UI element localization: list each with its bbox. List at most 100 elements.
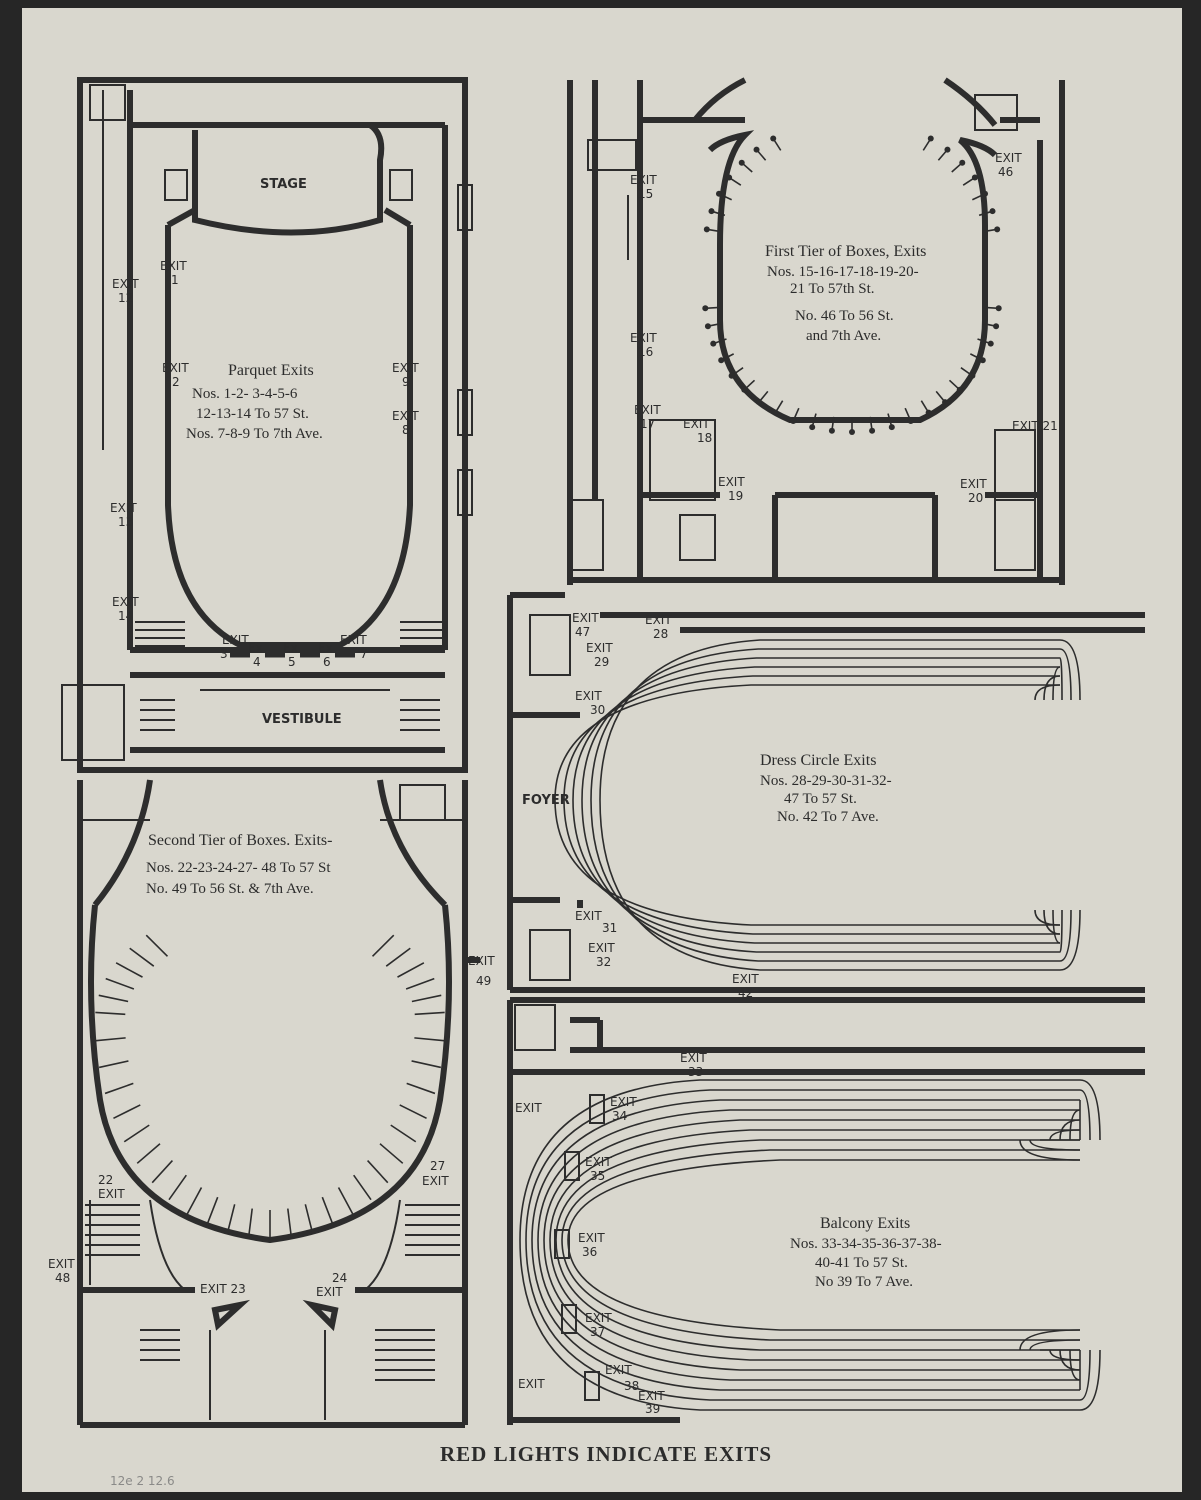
svg-text:EXIT: EXIT — [630, 331, 657, 345]
box-seat — [726, 174, 733, 181]
box-seat — [772, 409, 779, 416]
box-partition — [411, 1060, 442, 1069]
box-partition — [405, 977, 435, 990]
first-tier-line-4: and 7th Ave. — [806, 328, 881, 344]
balcony-exit-box — [554, 1229, 570, 1259]
svg-text:EXIT: EXIT — [732, 972, 759, 986]
svg-text:EXIT: EXIT — [48, 1257, 75, 1271]
seating-row — [519, 1079, 1080, 1411]
box-partition — [385, 947, 411, 967]
box-partition — [287, 1208, 293, 1239]
box-seat — [755, 399, 762, 406]
svg-text:EXIT: EXIT — [995, 151, 1022, 165]
box-seat — [703, 226, 710, 233]
balcony-line-2: 40-41 To 57 St. — [815, 1255, 908, 1271]
box-partition — [353, 1174, 372, 1201]
box-partition — [168, 1174, 187, 1201]
balcony-plan: Balcony Exits Nos. 33-34-35-36-37-38- 40… — [507, 997, 1145, 1425]
box-partition — [406, 1082, 436, 1095]
second-tier-title: Second Tier of Boxes. Exits- — [148, 832, 332, 849]
seating-row — [590, 648, 1060, 962]
vestibule-label: VESTIBULE — [262, 712, 342, 727]
seating-row — [554, 684, 1060, 926]
balcony-exit-box — [584, 1371, 600, 1401]
svg-text:18: 18 — [697, 431, 712, 445]
svg-text:EXIT: EXIT — [638, 1389, 665, 1403]
box-partition — [304, 1204, 314, 1234]
box-seat — [728, 372, 735, 379]
svg-text:EXIT: EXIT — [422, 1174, 449, 1188]
svg-text:29: 29 — [594, 655, 609, 669]
svg-text:32: 32 — [596, 955, 611, 969]
box-partition — [95, 1011, 126, 1016]
box-partition — [411, 994, 442, 1003]
svg-text:EXIT: EXIT — [515, 1101, 542, 1115]
svg-text:48: 48 — [55, 1271, 70, 1285]
svg-text:5: 5 — [288, 655, 296, 669]
seating-row — [531, 1099, 1080, 1391]
svg-text:Ex: Ex — [283, 641, 298, 655]
first-tier-line-1: Nos. 15-16-17-18-19-20- — [767, 264, 919, 280]
seating-row — [581, 657, 1060, 953]
svg-text:EXIT: EXIT — [518, 1377, 545, 1391]
svg-text:17: 17 — [640, 417, 655, 431]
svg-text:EXIT: EXIT — [468, 954, 495, 968]
box-seat — [718, 357, 725, 364]
first-tier-plan: First Tier of Boxes, Exits Nos. 15-16-17… — [567, 77, 1065, 585]
second-tier-plan: Second Tier of Boxes. Exits- Nos. 22-23-… — [48, 779, 495, 1428]
seating-row — [549, 1129, 1080, 1361]
seating-row-end — [1034, 684, 1061, 701]
svg-text:EXIT: EXIT — [585, 1155, 612, 1169]
seating-row-end — [1059, 909, 1072, 962]
box-seat — [982, 190, 989, 197]
vestibule-stairs — [135, 621, 445, 731]
box-seat — [956, 386, 963, 393]
box-seat — [888, 424, 895, 431]
box-partition — [414, 1011, 445, 1016]
svg-text:EXIT: EXIT — [575, 909, 602, 923]
seating-row — [572, 666, 1060, 944]
box-seat — [979, 357, 986, 364]
footer-caption: RED LIGHTS INDICATE EXITS — [440, 1442, 772, 1466]
seating-row — [537, 1109, 1080, 1381]
svg-text:8: 8 — [402, 423, 410, 437]
box-seat — [738, 159, 745, 166]
svg-text:EXIT: EXIT — [572, 611, 599, 625]
stage-label: STAGE — [260, 177, 307, 192]
svg-text:EXIT: EXIT — [634, 403, 661, 417]
second-tier-line-2: No. 49 To 56 St. & 7th Ave. — [146, 881, 314, 897]
parquet-line-3: Nos. 7-8-9 To 7th Ave. — [186, 426, 323, 442]
dress-circle-title: Dress Circle Exits — [760, 752, 876, 769]
box-seat — [809, 424, 816, 431]
svg-text:EXIT: EXIT — [588, 941, 615, 955]
box-partition — [206, 1196, 219, 1226]
svg-text:EXIT: EXIT — [392, 409, 419, 423]
box-seat — [987, 340, 994, 347]
svg-text:3: 3 — [220, 647, 228, 661]
svg-text:Ex: Ex — [318, 641, 333, 655]
svg-text:33: 33 — [688, 1065, 703, 1079]
box-partition — [414, 1037, 445, 1042]
box-seat — [704, 323, 711, 330]
box-seat — [959, 159, 966, 166]
balcony-exit-box — [589, 1094, 605, 1124]
dress-circle-line-2: 47 To 57 St. — [784, 791, 857, 807]
parquet-line-1: Nos. 1-2- 3-4-5-6 — [192, 386, 298, 402]
svg-text:EXIT: EXIT — [316, 1285, 343, 1299]
balcony-line-3: No 39 To 7 Ave. — [815, 1274, 913, 1290]
svg-text:EXIT: EXIT — [605, 1363, 632, 1377]
svg-text:15: 15 — [638, 187, 653, 201]
box-partition — [129, 947, 155, 967]
seating-row-end — [1049, 1129, 1081, 1141]
box-partition — [390, 1124, 417, 1143]
svg-text:28: 28 — [653, 627, 668, 641]
parquet-title: Parquet Exits — [228, 362, 314, 379]
svg-text:7: 7 — [360, 647, 368, 661]
pencil-annotation: 12e 2 12.6 — [110, 1474, 175, 1488]
svg-text:EXIT: EXIT — [112, 277, 139, 291]
first-tier-boxes — [702, 135, 1002, 435]
svg-text:EXIT: EXIT — [578, 1231, 605, 1245]
seating-row-end — [1052, 666, 1061, 701]
